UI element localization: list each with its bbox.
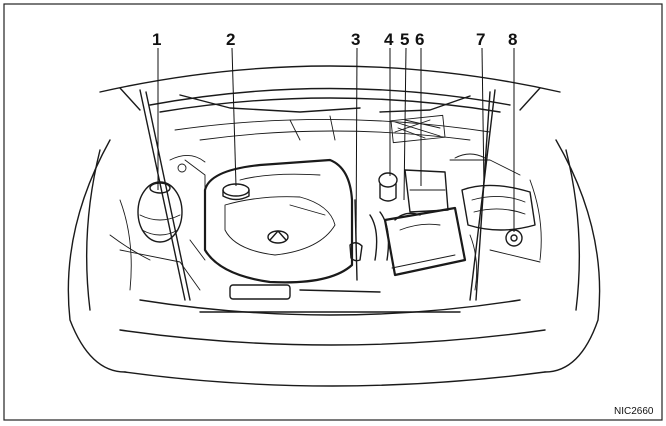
open-hood (99, 65, 561, 113)
air-cleaner-box (383, 206, 467, 277)
callout-1: 1 (152, 30, 161, 49)
coolant-reservoir (461, 184, 536, 231)
engine-oil-filler-cap (222, 183, 250, 201)
callout-leaders (157, 47, 515, 251)
body-fenders (67, 139, 601, 373)
callout-3: 3 (351, 30, 360, 49)
left-engine-bay-details (109, 155, 206, 291)
fuse-box (404, 169, 449, 213)
right-engine-bay-details (449, 153, 542, 291)
air-intake-hose (369, 211, 390, 261)
callout-6: 6 (415, 30, 424, 49)
callout-5: 5 (400, 30, 409, 49)
callout-2: 2 (226, 30, 235, 49)
figure-code: NIC2660 (614, 406, 654, 417)
brake-fluid-reservoir (378, 172, 398, 202)
emblem-icon (267, 230, 289, 244)
cowl-area (174, 114, 491, 144)
callout-7: 7 (476, 30, 485, 49)
hood-struts (139, 89, 496, 301)
washer-fluid-cap (505, 229, 523, 247)
callout-labels: 1 2 3 4 5 6 7 8 (152, 30, 517, 49)
callout-8: 8 (508, 30, 517, 49)
figure-frame (3, 3, 663, 421)
engine-cover (203, 158, 354, 284)
front-bumper (119, 284, 546, 387)
callout-4: 4 (384, 30, 394, 49)
left-reservoir (137, 181, 183, 243)
